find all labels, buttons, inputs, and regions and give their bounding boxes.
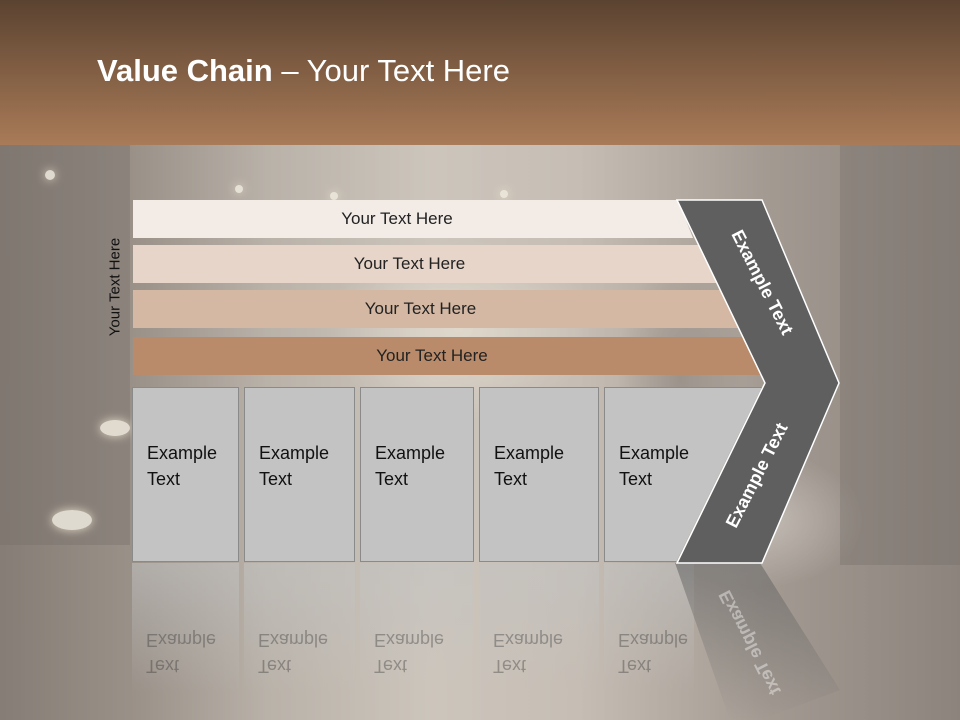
- slide-title: Value Chain – Your Text Here: [97, 53, 510, 89]
- header-band: Value Chain – Your Text Here: [0, 0, 960, 145]
- light-2: [235, 185, 243, 193]
- light-4: [500, 190, 508, 198]
- bar-row-2-label: Your Text Here: [353, 254, 466, 273]
- bar-row-2[interactable]: Your Text Here: [133, 245, 718, 283]
- chevron-reflection: [675, 563, 840, 720]
- bar-row-3-label: Your Text Here: [364, 299, 477, 318]
- cell-4-line2: Text: [494, 469, 528, 489]
- cell-5-line2: Text: [619, 469, 653, 489]
- cell-1-line1: Example: [147, 443, 218, 463]
- lamp-shade-1: [100, 420, 130, 436]
- bar-row-1-label: Your Text Here: [341, 209, 453, 228]
- bookshelf-left: [0, 145, 130, 545]
- chevron-shape[interactable]: [675, 199, 840, 564]
- cell-3-line1: Example: [375, 443, 446, 463]
- cell-4-line1: Example: [494, 443, 565, 463]
- lamp-shade-2: [52, 510, 92, 530]
- bar-row-4-label: Your Text Here: [376, 346, 488, 365]
- title-bold: Value Chain: [97, 53, 273, 88]
- cell-1-line2: Text: [147, 469, 181, 489]
- bar-row-3[interactable]: Your Text Here: [133, 290, 740, 328]
- cell-5-line1: Example: [619, 443, 690, 463]
- title-rest: – Your Text Here: [272, 53, 510, 88]
- light-3: [330, 192, 338, 200]
- bar-row-4[interactable]: Your Text Here: [133, 337, 763, 375]
- cell-3-line2: Text: [375, 469, 409, 489]
- cell-2-line2: Text: [259, 469, 293, 489]
- bar-row-1[interactable]: Your Text Here: [133, 200, 693, 238]
- cell-2-line1: Example: [259, 443, 330, 463]
- bookshelf-right: [840, 145, 960, 565]
- light-1: [45, 170, 55, 180]
